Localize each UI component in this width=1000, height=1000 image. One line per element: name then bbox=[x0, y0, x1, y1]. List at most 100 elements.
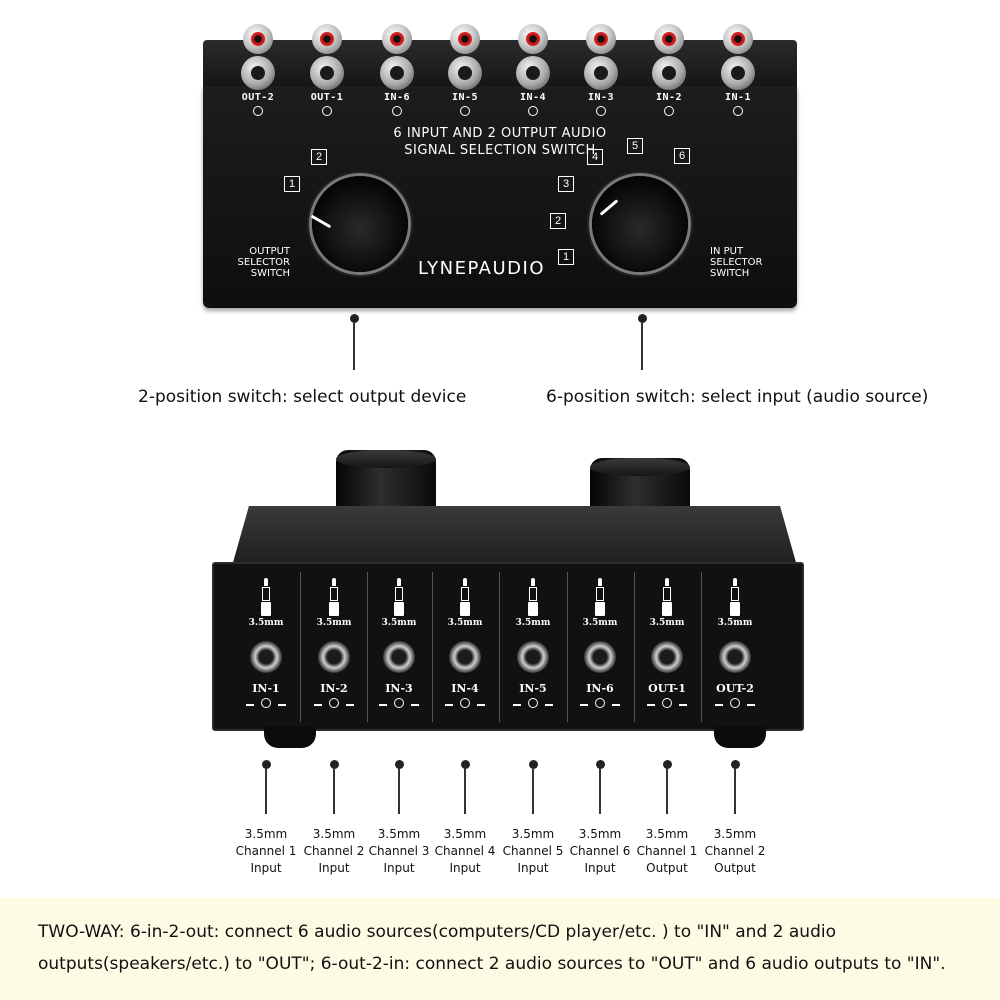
top-device-rear-panel bbox=[203, 40, 797, 90]
mini-jack-in-5[interactable] bbox=[517, 641, 549, 673]
panel-divider bbox=[567, 572, 568, 722]
port-label-size: 3.5mm bbox=[377, 827, 421, 841]
rear-view-jack-panel bbox=[212, 562, 804, 731]
port-pin-dot bbox=[731, 760, 740, 769]
mini-jack-out-2[interactable] bbox=[719, 641, 751, 673]
channel-label-out-1: OUT-1 bbox=[648, 682, 686, 695]
rca-white-jack[interactable] bbox=[721, 56, 755, 90]
panel-divider bbox=[300, 572, 301, 722]
input-position-5: 5 bbox=[627, 138, 643, 154]
jack-size-label: 3.5mm bbox=[447, 618, 483, 628]
rca-label-in-6: IN-6 bbox=[383, 92, 411, 103]
right-foot bbox=[714, 726, 766, 748]
plug-tip bbox=[665, 578, 669, 586]
dash bbox=[647, 704, 655, 706]
plug-body bbox=[395, 587, 403, 601]
rca-jack-pair-in-1[interactable] bbox=[716, 24, 760, 90]
port-label-size: 3.5mm bbox=[511, 827, 555, 841]
rca-jack-pair-in-3[interactable] bbox=[579, 24, 623, 90]
rca-red-jack[interactable] bbox=[312, 24, 342, 54]
note-line-1: TWO-WAY: 6-in-2-out: connect 6 audio sou… bbox=[38, 922, 836, 942]
mini-jack-in-4[interactable] bbox=[449, 641, 481, 673]
port-label-line2: Input bbox=[318, 861, 350, 875]
port-pin-dot bbox=[330, 760, 339, 769]
dash bbox=[411, 704, 419, 706]
rca-red-jack[interactable] bbox=[450, 24, 480, 54]
rca-white-jack[interactable] bbox=[241, 56, 275, 90]
input-label-line1: IN PUT bbox=[710, 246, 744, 257]
rca-jack-pair-in-5[interactable] bbox=[443, 24, 487, 90]
rca-red-jack[interactable] bbox=[243, 24, 273, 54]
mini-jack-in-2[interactable] bbox=[318, 641, 350, 673]
rca-label-out-1: OUT-1 bbox=[310, 92, 344, 103]
rca-white-jack[interactable] bbox=[516, 56, 550, 90]
input-callout-pin bbox=[638, 314, 647, 323]
jack-size-label: 3.5mm bbox=[582, 618, 618, 628]
headphone-icon bbox=[394, 698, 404, 708]
plug-base bbox=[662, 602, 672, 616]
port-label-line1: Channel 4 bbox=[434, 844, 496, 858]
channel-label-in-6: IN-6 bbox=[586, 682, 614, 695]
port-label-line2: Output bbox=[714, 861, 756, 875]
input-position-1: 1 bbox=[558, 249, 574, 265]
rca-jack-pair-out-2[interactable] bbox=[236, 24, 280, 90]
plug-base bbox=[460, 602, 470, 616]
port-pin-line bbox=[599, 768, 601, 814]
plug-body bbox=[663, 587, 671, 601]
output-callout-line bbox=[353, 322, 355, 370]
jack-icon bbox=[596, 106, 606, 116]
rca-red-jack[interactable] bbox=[382, 24, 412, 54]
mini-jack-in-1[interactable] bbox=[250, 641, 282, 673]
plug-tip bbox=[598, 578, 602, 586]
rca-jack-pair-out-1[interactable] bbox=[305, 24, 349, 90]
headphone-icon bbox=[662, 698, 672, 708]
mini-jack-in-3[interactable] bbox=[383, 641, 415, 673]
rca-white-jack[interactable] bbox=[652, 56, 686, 90]
jack-icon bbox=[322, 106, 332, 116]
port-label-size: 3.5mm bbox=[645, 827, 689, 841]
jack-icon bbox=[528, 106, 538, 116]
plug-tip bbox=[733, 578, 737, 586]
plug-body bbox=[596, 587, 604, 601]
jack-icon bbox=[392, 106, 402, 116]
rca-white-jack[interactable] bbox=[584, 56, 618, 90]
panel-divider bbox=[367, 572, 368, 722]
input-callout-line bbox=[641, 322, 643, 370]
dash bbox=[747, 704, 755, 706]
rca-red-jack[interactable] bbox=[586, 24, 616, 54]
plug-icon bbox=[730, 578, 740, 618]
rca-jack-pair-in-2[interactable] bbox=[647, 24, 691, 90]
input-knob-indicator bbox=[599, 199, 619, 216]
rca-red-jack[interactable] bbox=[518, 24, 548, 54]
rca-white-jack[interactable] bbox=[380, 56, 414, 90]
mini-jack-in-6[interactable] bbox=[584, 641, 616, 673]
top-device-front-panel bbox=[203, 86, 797, 308]
jack-icon bbox=[664, 106, 674, 116]
output-selector-label: OUTPUT SELECTOR SWITCH bbox=[226, 246, 290, 279]
port-pin-dot bbox=[663, 760, 672, 769]
input-position-6: 6 bbox=[674, 148, 690, 164]
rca-white-jack[interactable] bbox=[448, 56, 482, 90]
output-label-line3: SWITCH bbox=[250, 268, 290, 279]
input-selector-knob[interactable] bbox=[592, 176, 688, 272]
headphone-icon bbox=[329, 698, 339, 708]
plug-tip bbox=[332, 578, 336, 586]
input-label-line3: SWITCH bbox=[710, 268, 750, 279]
rca-red-jack[interactable] bbox=[654, 24, 684, 54]
rca-red-jack[interactable] bbox=[723, 24, 753, 54]
input-position-4: 4 bbox=[587, 149, 603, 165]
output-selector-knob[interactable] bbox=[310, 176, 408, 272]
rca-jack-pair-in-6[interactable] bbox=[375, 24, 419, 90]
rca-white-jack[interactable] bbox=[310, 56, 344, 90]
rca-label-in-2: IN-2 bbox=[655, 92, 683, 103]
rca-jack-pair-in-4[interactable] bbox=[511, 24, 555, 90]
headphone-icon bbox=[528, 698, 538, 708]
plug-icon bbox=[460, 578, 470, 618]
mini-jack-out-1[interactable] bbox=[651, 641, 683, 673]
port-pin-line bbox=[398, 768, 400, 814]
headphone-icon bbox=[261, 698, 271, 708]
panel-divider bbox=[634, 572, 635, 722]
jack-icon bbox=[733, 106, 743, 116]
